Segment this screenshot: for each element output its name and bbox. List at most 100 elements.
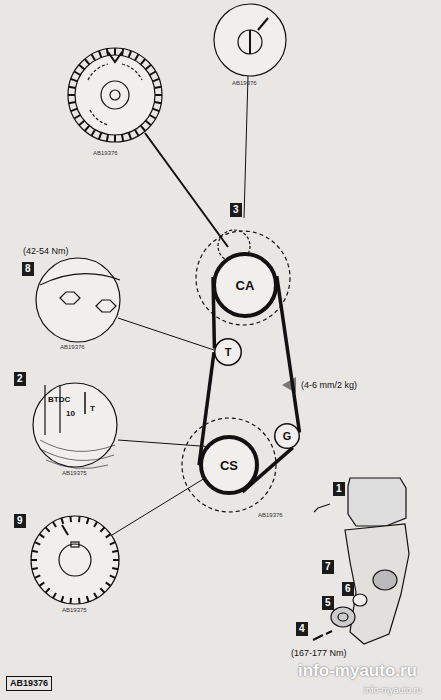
tooth	[69, 87, 76, 88]
mark-text: 10	[66, 410, 75, 418]
pulley-label: CS	[199, 435, 259, 495]
crank-pulley	[331, 607, 355, 627]
detail-circle	[36, 258, 120, 342]
tooth	[85, 59, 89, 64]
tooth	[68, 94, 75, 96]
bolt-head	[96, 300, 116, 312]
torque-spec: (42-54 Nm)	[22, 246, 70, 257]
pulley-outline	[275, 424, 300, 449]
tooth	[153, 79, 160, 81]
scale-mark	[84, 392, 86, 414]
tooth	[78, 598, 81, 604]
tooth	[110, 575, 115, 577]
figure-code: AB19376	[60, 344, 85, 350]
cam-pulley	[68, 48, 162, 142]
tooth	[146, 65, 151, 69]
pulley-label: G	[274, 423, 300, 449]
tooth	[135, 54, 139, 60]
tooth	[78, 516, 81, 522]
tooth	[61, 596, 63, 602]
tooth	[74, 72, 80, 76]
pulley-hub	[101, 81, 129, 109]
cam-pulley-face	[75, 55, 155, 135]
tooth	[87, 518, 89, 524]
tooth	[69, 598, 72, 604]
tooth	[99, 133, 101, 140]
tooth	[154, 102, 161, 103]
tooth	[114, 135, 116, 142]
tooth	[112, 568, 118, 569]
pulley-circle: CS	[199, 435, 259, 495]
detail-circle	[214, 4, 286, 76]
leader-line	[118, 318, 214, 350]
tooth	[113, 559, 119, 561]
tooth	[129, 51, 131, 58]
tooth	[35, 575, 40, 577]
bolt-head	[60, 292, 80, 304]
callout-number: 1	[333, 482, 345, 496]
figure-code: AB19376	[93, 150, 118, 156]
mark-text: T	[90, 405, 95, 413]
tooth	[46, 527, 50, 531]
tooth	[79, 121, 84, 125]
tooth	[100, 527, 104, 531]
detail-circle	[33, 383, 117, 467]
pulley-web	[88, 64, 142, 125]
pulley-circle: G	[274, 423, 300, 449]
pointer-arrow	[62, 525, 68, 535]
dashed-outline	[182, 418, 276, 512]
figure-code: AB19376	[232, 80, 257, 86]
sprocket-teeth	[31, 516, 119, 604]
callout-number: 7	[322, 560, 334, 574]
pointer-arrow	[258, 18, 268, 30]
figure-code: AB19376	[258, 512, 283, 518]
tooth	[122, 134, 123, 141]
tooth	[112, 551, 118, 552]
tooth	[155, 94, 162, 96]
tooth	[53, 522, 56, 527]
tooth	[106, 534, 111, 538]
figure-code: AB19376	[6, 676, 52, 691]
leader-line	[244, 76, 248, 218]
tooth	[39, 534, 44, 538]
tension-spec: (4-6 mm/2 kg)	[300, 380, 358, 391]
tooth	[87, 596, 89, 602]
tooth	[154, 87, 161, 88]
dashed-outline	[196, 231, 290, 325]
timing-mark	[108, 52, 122, 62]
crank-sprocket	[31, 516, 119, 604]
tooth	[153, 109, 160, 111]
tooth	[39, 582, 44, 586]
tooth	[71, 79, 78, 81]
tooth	[110, 542, 115, 544]
pulley-label: T	[214, 338, 242, 366]
hatching	[40, 440, 115, 469]
callout-number: 8	[22, 262, 34, 276]
tooth	[99, 51, 101, 58]
tooth	[85, 126, 89, 131]
watermark: info-myauto.ru	[298, 662, 417, 679]
pulley-outline	[215, 339, 242, 366]
seal	[373, 570, 397, 590]
tooth	[141, 126, 145, 131]
callout-number: 6	[342, 582, 354, 596]
tooth	[150, 115, 156, 119]
tooth	[107, 134, 108, 141]
figure-code: AB19375	[62, 470, 87, 476]
watermark: info-myauto.ru	[364, 686, 422, 695]
callout-number: 5	[322, 596, 334, 610]
figure-code: AB19375	[62, 607, 87, 613]
bracket-edge	[40, 274, 120, 285]
leader-line	[145, 133, 228, 247]
pulley-teeth	[68, 48, 162, 142]
tooth	[141, 59, 145, 64]
upper-cover	[348, 478, 406, 526]
cover-bolt	[314, 504, 330, 512]
tooth	[94, 593, 97, 598]
callout-number: 9	[14, 514, 26, 528]
mark-text: BTDC	[48, 396, 70, 404]
shaft-end	[238, 30, 262, 54]
lower-cover	[345, 524, 409, 644]
tooth	[146, 121, 151, 125]
pulley-label: CA	[212, 252, 278, 318]
